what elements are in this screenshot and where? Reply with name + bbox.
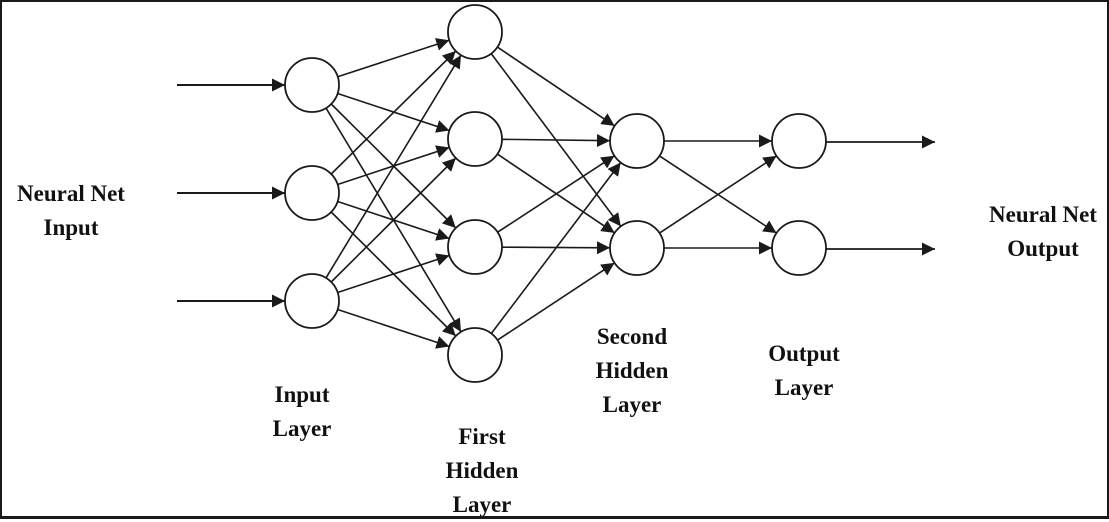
label-line: First	[458, 424, 506, 449]
connection-hidden1-3-to-hidden2-0	[490, 162, 622, 334]
neuron-output-0	[771, 113, 827, 169]
label-line: Layer	[272, 416, 332, 441]
label-line: Input	[274, 382, 330, 407]
label-line: Hidden	[445, 458, 519, 483]
second-hidden-layer-label: Second Hidden Layer	[582, 320, 682, 422]
label-line: Layer	[774, 375, 834, 400]
connection-hidden1-3-to-hidden2-1	[497, 262, 615, 341]
connection-input-2-to-hidden1-3	[337, 308, 450, 349]
io-arrows	[177, 78, 935, 308]
connection-input-2-to-hidden1-0	[325, 54, 462, 279]
label-line: Output	[768, 341, 840, 366]
label-line: Layer	[452, 492, 512, 517]
first-hidden-layer-label: First Hidden Layer	[432, 420, 532, 522]
connection-input-1-to-hidden1-0	[330, 50, 457, 175]
neuron-hidden1-1	[447, 111, 503, 167]
neuron-input-1	[284, 165, 340, 221]
label-line: Input	[43, 215, 99, 240]
neuron-input-2	[284, 273, 340, 329]
connection-input-2-to-hidden1-1	[330, 157, 457, 283]
connection-hidden2-1-to-output-0	[659, 155, 777, 234]
connection-hidden1-0-to-hidden2-0	[496, 46, 616, 127]
label-line: Neural Net	[17, 181, 125, 206]
label-line: Output	[1007, 236, 1079, 261]
output-layer-label: Output Layer	[754, 337, 854, 405]
neuron-hidden2-0	[609, 113, 665, 169]
connection-hidden1-1-to-hidden2-0	[501, 134, 611, 148]
input-layer-label: Input Layer	[252, 378, 352, 446]
connection-edges	[325, 38, 777, 349]
connection-input-2-to-hidden1-2	[337, 253, 450, 294]
label-line: Second	[596, 324, 668, 349]
neuron-nodes	[284, 4, 827, 383]
neural-net-input-label: Neural Net Input	[2, 177, 140, 245]
connection-hidden1-2-to-hidden2-0	[497, 155, 615, 233]
label-line: Neural Net	[989, 202, 1097, 227]
neural-net-output-label: Neural Net Output	[972, 198, 1109, 266]
label-line: Layer	[602, 392, 662, 417]
neuron-output-1	[771, 220, 827, 276]
neuron-input-0	[284, 57, 340, 113]
neuron-hidden1-0	[447, 4, 503, 60]
label-line: Hidden	[595, 358, 669, 383]
neuron-hidden1-3	[447, 327, 503, 383]
neuron-hidden2-1	[609, 220, 665, 276]
neuron-hidden1-2	[447, 219, 503, 275]
connection-input-0-to-hidden1-0	[337, 38, 450, 78]
